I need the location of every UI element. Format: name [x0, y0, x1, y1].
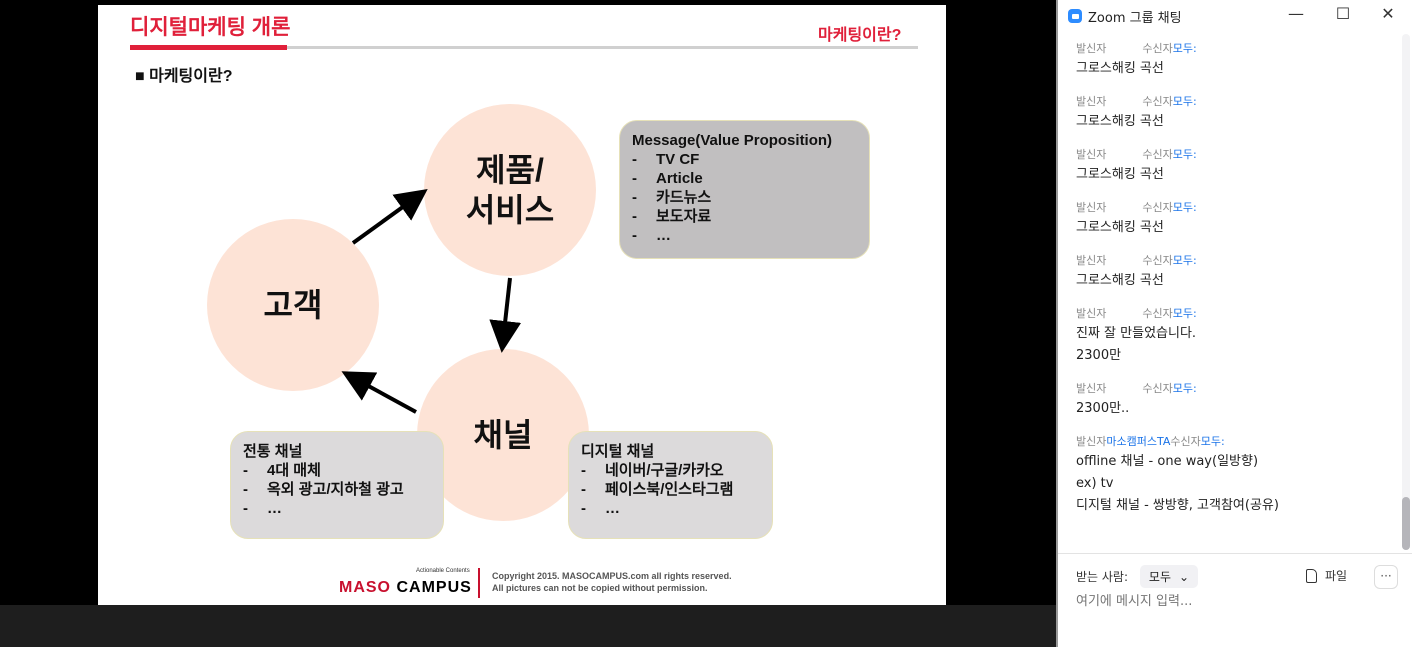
- list-item: -…: [243, 500, 282, 517]
- circle-channel: 채널: [417, 349, 589, 521]
- message-text: 디지털 채널 - 쌍방향, 고객참여(공유): [1076, 498, 1279, 513]
- circle-customer-label: 고객: [263, 287, 323, 323]
- chat-message: 발신자마소캠퍼스TA수신자모두: offline 채널 - one way(일방향…: [1076, 433, 1396, 517]
- message-text: 그로스해킹 곡선: [1076, 61, 1164, 76]
- recipient-name: 모두:: [1172, 382, 1197, 395]
- list-item: -TV CF: [632, 151, 700, 168]
- list-item: -Article: [632, 170, 703, 187]
- message-text: offline 채널 - one way(일방향): [1076, 454, 1259, 469]
- window-title: Zoom 그룹 채팅: [1088, 10, 1182, 26]
- maximize-button[interactable]: ☐: [1335, 4, 1351, 23]
- message-text: 그로스해킹 곡선: [1076, 167, 1164, 182]
- title-bar: Zoom 그룹 채팅: [1058, 0, 1412, 32]
- recipient-value: 모두: [1148, 570, 1172, 584]
- digital-channel-box: 디지털 채널 -네이버/구글/카카오 -페이스북/인스타그램 -…: [568, 431, 773, 539]
- more-options-button[interactable]: ···: [1374, 565, 1398, 589]
- file-icon: [1306, 568, 1317, 583]
- recipient-name: 모두:: [1172, 254, 1197, 267]
- message-text: 진짜 잘 만들었습니다.: [1076, 326, 1197, 341]
- title-underline: [130, 45, 287, 50]
- composer-divider: [1058, 553, 1412, 554]
- message-box: Message(Value Proposition) -TV CF -Artic…: [619, 120, 870, 259]
- circle-product: 제품/서비스: [424, 104, 596, 276]
- message-box-title: Message(Value Proposition): [632, 132, 833, 149]
- close-button[interactable]: ✕: [1381, 4, 1395, 23]
- traditional-channel-box: 전통 채널 -4대 매체 -옥외 광고/지하철 광고 -…: [230, 431, 444, 539]
- zoom-logo-icon: [1068, 9, 1082, 23]
- message-input[interactable]: [1076, 594, 1396, 609]
- message-text: 2300만..: [1076, 401, 1130, 416]
- recipient-name: 모두:: [1172, 148, 1197, 161]
- message-text: 2300만: [1076, 348, 1122, 363]
- message-text: 그로스해킹 곡선: [1076, 273, 1164, 288]
- meeting-bottom-bar: [0, 605, 1056, 647]
- scrollbar[interactable]: [1402, 34, 1410, 550]
- message-text: ex) tv: [1076, 476, 1114, 491]
- recipient-name: 모두:: [1172, 95, 1197, 108]
- recipient-name: 모두:: [1172, 201, 1197, 214]
- shared-screen: 디지털마케팅 개론 마케팅이란? ■ 마케팅이란? 제품/서비스 고객 채널 M…: [0, 5, 1056, 647]
- sender-name: 마소캠퍼스TA: [1106, 435, 1171, 448]
- digital-box-title: 디지털 채널: [581, 443, 655, 460]
- title-divider: [287, 46, 918, 49]
- list-item: -…: [632, 227, 671, 244]
- list-item: -보도자료: [632, 208, 712, 225]
- list-item: -카드뉴스: [632, 189, 712, 206]
- copyright-notice: Copyright 2015. MASOCAMPUS.com all right…: [492, 571, 732, 593]
- circle-customer: 고객: [207, 219, 379, 391]
- minimize-button[interactable]: —: [1288, 4, 1304, 23]
- circle-product-line2: 서비스: [465, 192, 555, 228]
- recipient-name: 모두:: [1200, 435, 1225, 448]
- maso-campus-logo: MASO CAMPUS: [339, 579, 472, 596]
- message-text: 그로스해킹 곡선: [1076, 114, 1164, 129]
- message-meta: 발신자마소캠퍼스TA수신자모두:: [1076, 435, 1225, 448]
- arrow-channel-to-customer: [341, 371, 417, 414]
- file-button[interactable]: 파일: [1306, 567, 1347, 584]
- arrow-product-to-channel: [489, 277, 522, 353]
- list-item: -…: [581, 500, 620, 517]
- list-item: -네이버/구글/카카오: [581, 462, 724, 479]
- logo-tagline: Actionable Contents: [416, 568, 470, 574]
- circle-channel-label: 채널: [473, 417, 533, 453]
- footer-divider: [478, 568, 480, 598]
- list-item: -옥외 광고/지하철 광고: [243, 481, 404, 498]
- traditional-box-title: 전통 채널: [243, 443, 303, 460]
- presentation-slide: 디지털마케팅 개론 마케팅이란? ■ 마케팅이란? 제품/서비스 고객 채널 M…: [98, 5, 946, 605]
- chevron-down-icon: ⌄: [1179, 569, 1190, 584]
- recipient-name: 모두:: [1172, 42, 1197, 55]
- section-label: 마케팅이란?: [818, 27, 902, 44]
- file-label: 파일: [1325, 569, 1348, 583]
- list-item: -4대 매체: [243, 462, 321, 479]
- recipient-name: 모두:: [1172, 307, 1197, 320]
- arrow-customer-to-product: [351, 188, 428, 245]
- circle-product-line1: 제품/: [476, 152, 544, 188]
- cycle-arrows: [341, 188, 522, 414]
- list-item: -페이스북/인스타그램: [581, 481, 734, 498]
- recipient-select[interactable]: 모두 ⌄: [1140, 565, 1198, 588]
- scrollbar-thumb[interactable]: [1402, 497, 1410, 550]
- recipient-label: 받는 사람:: [1076, 570, 1129, 584]
- slide-heading: ■ 마케팅이란?: [135, 68, 233, 85]
- slide-title: 디지털마케팅 개론: [130, 16, 291, 39]
- message-text: 그로스해킹 곡선: [1076, 220, 1164, 235]
